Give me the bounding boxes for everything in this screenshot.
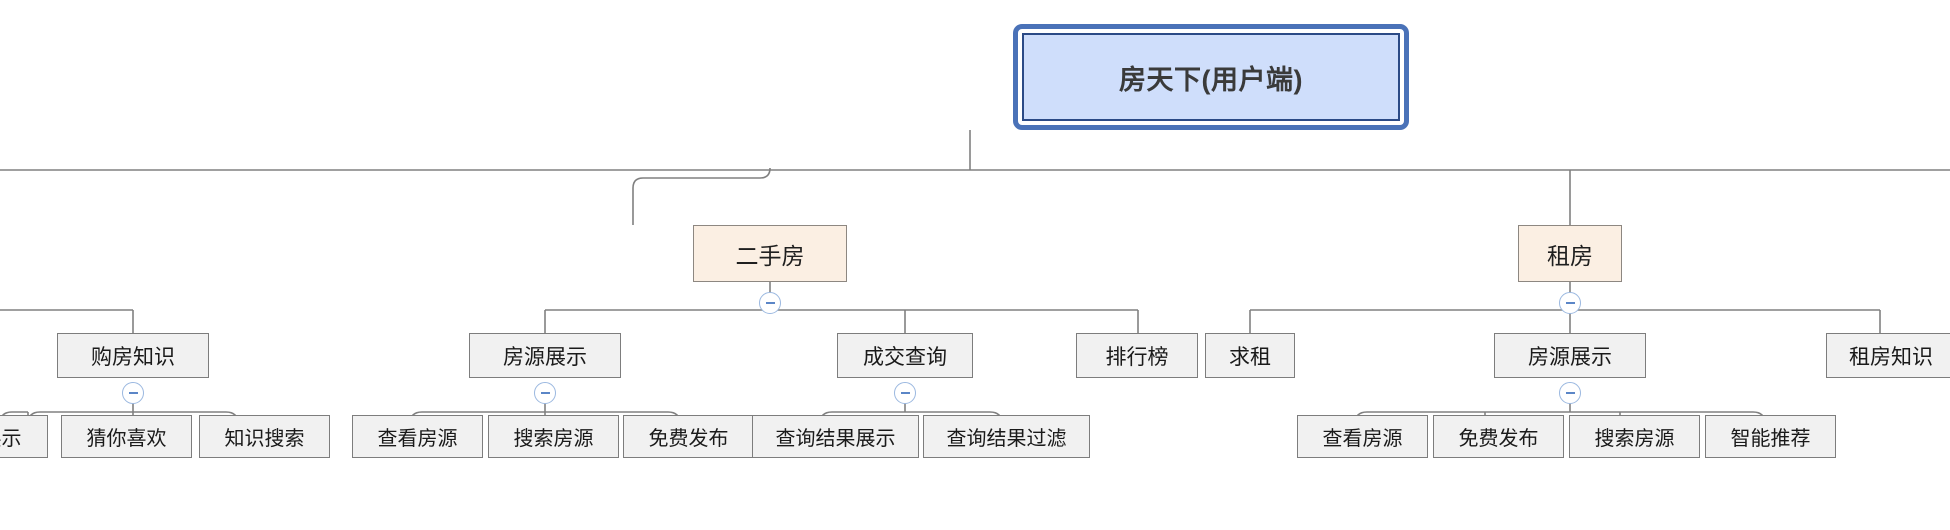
node-fang-yuan-zhan-shi-1-label: 房源展示 xyxy=(503,345,587,369)
node-sou-suo-fang-yuan-1-label: 搜索房源 xyxy=(513,428,594,450)
node-cha-xun-jie-guo-guo-lv-label: 查询结果过滤 xyxy=(946,428,1067,450)
node-zufang[interactable]: 租房 xyxy=(1518,225,1622,282)
collapse-minus-icon-gou-fang-zhi-shi[interactable] xyxy=(122,382,144,404)
node-mian-fei-fa-bu-1[interactable]: 免费发布 xyxy=(623,415,754,458)
node-cha-kan-fang-yuan-1[interactable]: 查看房源 xyxy=(352,415,483,458)
node-qiu-zu[interactable]: 求租 xyxy=(1205,333,1295,378)
node-mian-fei-fa-bu-2[interactable]: 免费发布 xyxy=(1433,415,1564,458)
node-zhan-shi[interactable]: 展示 xyxy=(0,415,48,458)
node-ershoufang-label: 二手房 xyxy=(735,242,805,269)
node-zhi-neng-tui-jian-label: 智能推荐 xyxy=(1730,428,1811,450)
node-cha-kan-fang-yuan-2-label: 查看房源 xyxy=(1322,428,1403,450)
node-cha-xun-jie-guo-zhan-shi[interactable]: 查询结果展示 xyxy=(752,415,919,458)
node-cha-kan-fang-yuan-2[interactable]: 查看房源 xyxy=(1297,415,1428,458)
collapse-minus-icon-zufang[interactable] xyxy=(1559,292,1581,314)
node-root-label: 房天下(用户端) xyxy=(1022,33,1400,121)
collapse-minus-icon-fang-yuan-zhan-shi-1[interactable] xyxy=(534,382,556,404)
node-cha-kan-fang-yuan-1-label: 查看房源 xyxy=(377,428,458,450)
node-cha-xun-jie-guo-guo-lv[interactable]: 查询结果过滤 xyxy=(923,415,1090,458)
node-sou-suo-fang-yuan-2[interactable]: 搜索房源 xyxy=(1569,415,1700,458)
node-fang-yuan-zhan-shi-2[interactable]: 房源展示 xyxy=(1494,333,1646,378)
node-cheng-jiao-cha-xun[interactable]: 成交查询 xyxy=(837,333,973,378)
node-root[interactable]: 房天下(用户端) xyxy=(1013,24,1409,130)
node-sou-suo-fang-yuan-1[interactable]: 搜索房源 xyxy=(488,415,619,458)
node-zu-fang-zhi-shi-label: 租房知识 xyxy=(1849,345,1933,369)
node-fang-yuan-zhan-shi-2-label: 房源展示 xyxy=(1528,345,1612,369)
node-gou-fang-zhi-shi-label: 购房知识 xyxy=(91,345,175,369)
node-cheng-jiao-cha-xun-label: 成交查询 xyxy=(863,345,947,369)
node-zhan-shi-label: 展示 xyxy=(0,428,22,450)
node-cai-ni-xi-huan-label: 猜你喜欢 xyxy=(86,428,167,450)
node-sou-suo-fang-yuan-2-label: 搜索房源 xyxy=(1594,428,1675,450)
node-qiu-zu-label: 求租 xyxy=(1229,345,1271,369)
node-gou-fang-zhi-shi[interactable]: 购房知识 xyxy=(57,333,209,378)
node-zhi-shi-sou-suo-label: 知识搜索 xyxy=(224,428,305,450)
node-fang-yuan-zhan-shi-1[interactable]: 房源展示 xyxy=(469,333,621,378)
node-ershoufang[interactable]: 二手房 xyxy=(693,225,847,282)
node-zufang-label: 租房 xyxy=(1547,242,1593,269)
node-cha-xun-jie-guo-zhan-shi-label: 查询结果展示 xyxy=(775,428,896,450)
node-cai-ni-xi-huan[interactable]: 猜你喜欢 xyxy=(61,415,192,458)
node-pai-hang-bang[interactable]: 排行榜 xyxy=(1076,333,1198,378)
node-zhi-neng-tui-jian[interactable]: 智能推荐 xyxy=(1705,415,1836,458)
node-mian-fei-fa-bu-2-label: 免费发布 xyxy=(1458,428,1539,450)
collapse-minus-icon-ershoufang[interactable] xyxy=(759,292,781,314)
node-zhi-shi-sou-suo[interactable]: 知识搜索 xyxy=(199,415,330,458)
collapse-minus-icon-cheng-jiao-cha-xun[interactable] xyxy=(894,382,916,404)
node-mian-fei-fa-bu-1-label: 免费发布 xyxy=(648,428,729,450)
collapse-minus-icon-fang-yuan-zhan-shi-2[interactable] xyxy=(1559,382,1581,404)
node-zu-fang-zhi-shi[interactable]: 租房知识 xyxy=(1826,333,1950,378)
node-pai-hang-bang-label: 排行榜 xyxy=(1105,345,1169,369)
